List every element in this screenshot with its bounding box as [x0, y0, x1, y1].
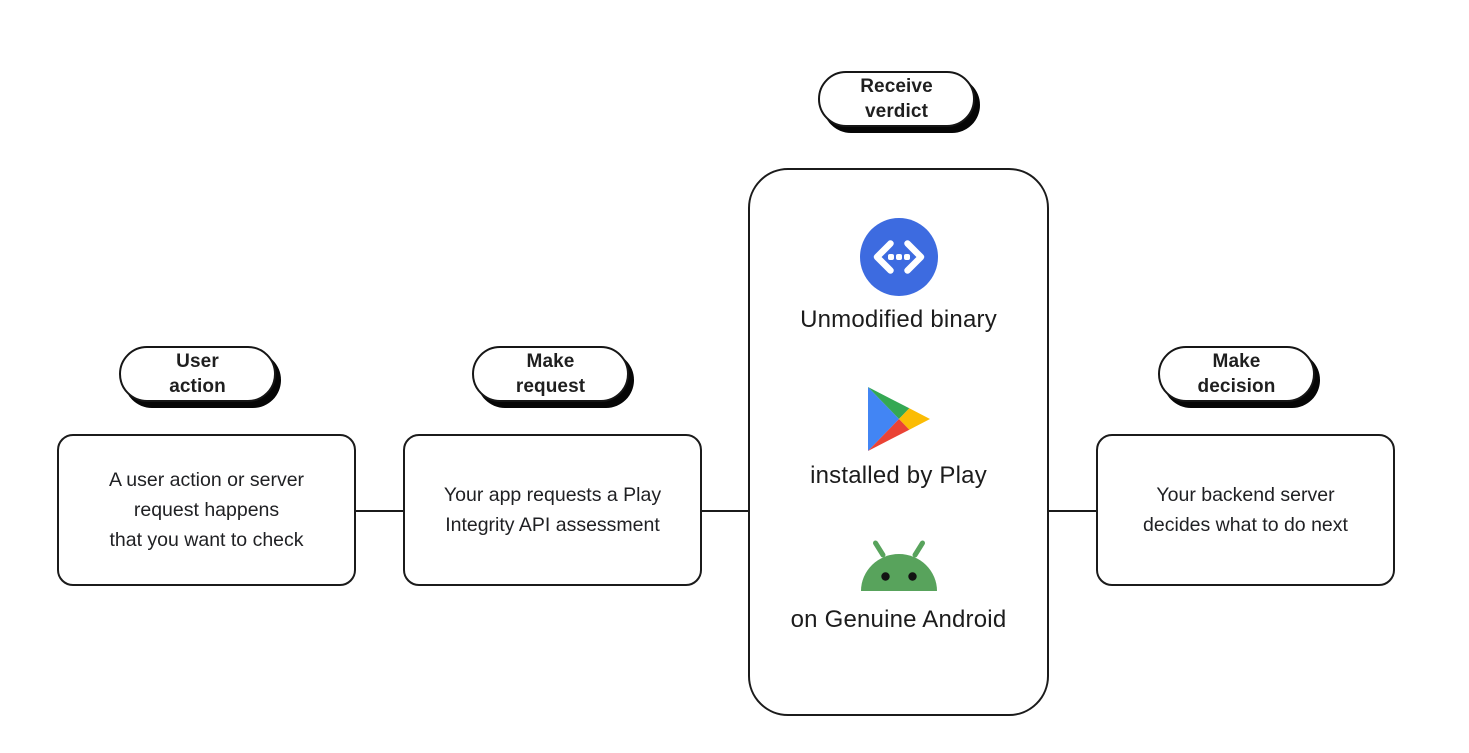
connector-line-2 [702, 510, 748, 512]
card-text-line: Your app requests a Play [443, 484, 662, 506]
verdict-label-unmodified-binary: Unmodified binary [800, 306, 997, 333]
card-receive-verdict: Unmodified binary installed by Play on G… [748, 168, 1049, 716]
card-user-action: A user action or server request happens … [57, 434, 356, 586]
card-make-request-text: Your app requests a Play Integrity API a… [444, 480, 661, 540]
pill-label-line: decision [1197, 376, 1276, 397]
card-text-line: Your backend server [1156, 484, 1335, 506]
pill-user-action: User action [119, 346, 276, 402]
verdict-label-installed-by-play: installed by Play [810, 462, 987, 489]
card-make-decision-text: Your backend server decides what to do n… [1143, 480, 1348, 540]
pill-label-line: request [515, 376, 586, 397]
card-text-line: request happens [133, 499, 280, 521]
pill-make-decision: Make decision [1158, 346, 1315, 402]
code-circle-icon [859, 218, 938, 296]
card-make-decision: Your backend server decides what to do n… [1096, 434, 1395, 586]
card-text-line: Integrity API assessment [445, 514, 660, 536]
card-text-line: decides what to do next [1143, 514, 1348, 536]
connector-line-3 [1049, 510, 1096, 512]
google-play-icon [867, 387, 930, 451]
card-text-line: A user action or server [108, 469, 305, 491]
verdict-label-on-genuine-android: on Genuine Android [790, 606, 1007, 633]
pill-label-line: verdict [864, 101, 928, 122]
pill-label-line: action [169, 376, 226, 397]
pill-make-request: Make request [472, 346, 629, 402]
android-head-icon [860, 540, 937, 591]
card-text-line: that you want to check [109, 529, 304, 551]
card-make-request: Your app requests a Play Integrity API a… [403, 434, 702, 586]
pill-label-line: User [176, 350, 219, 372]
pill-label-line: Make [1212, 350, 1261, 372]
pill-label-line: Make [526, 350, 575, 372]
pill-label-line: Receive [860, 75, 933, 97]
connector-line-1 [356, 510, 403, 512]
card-user-action-text: A user action or server request happens … [109, 465, 304, 555]
pill-receive-verdict: Receive verdict [818, 71, 975, 127]
